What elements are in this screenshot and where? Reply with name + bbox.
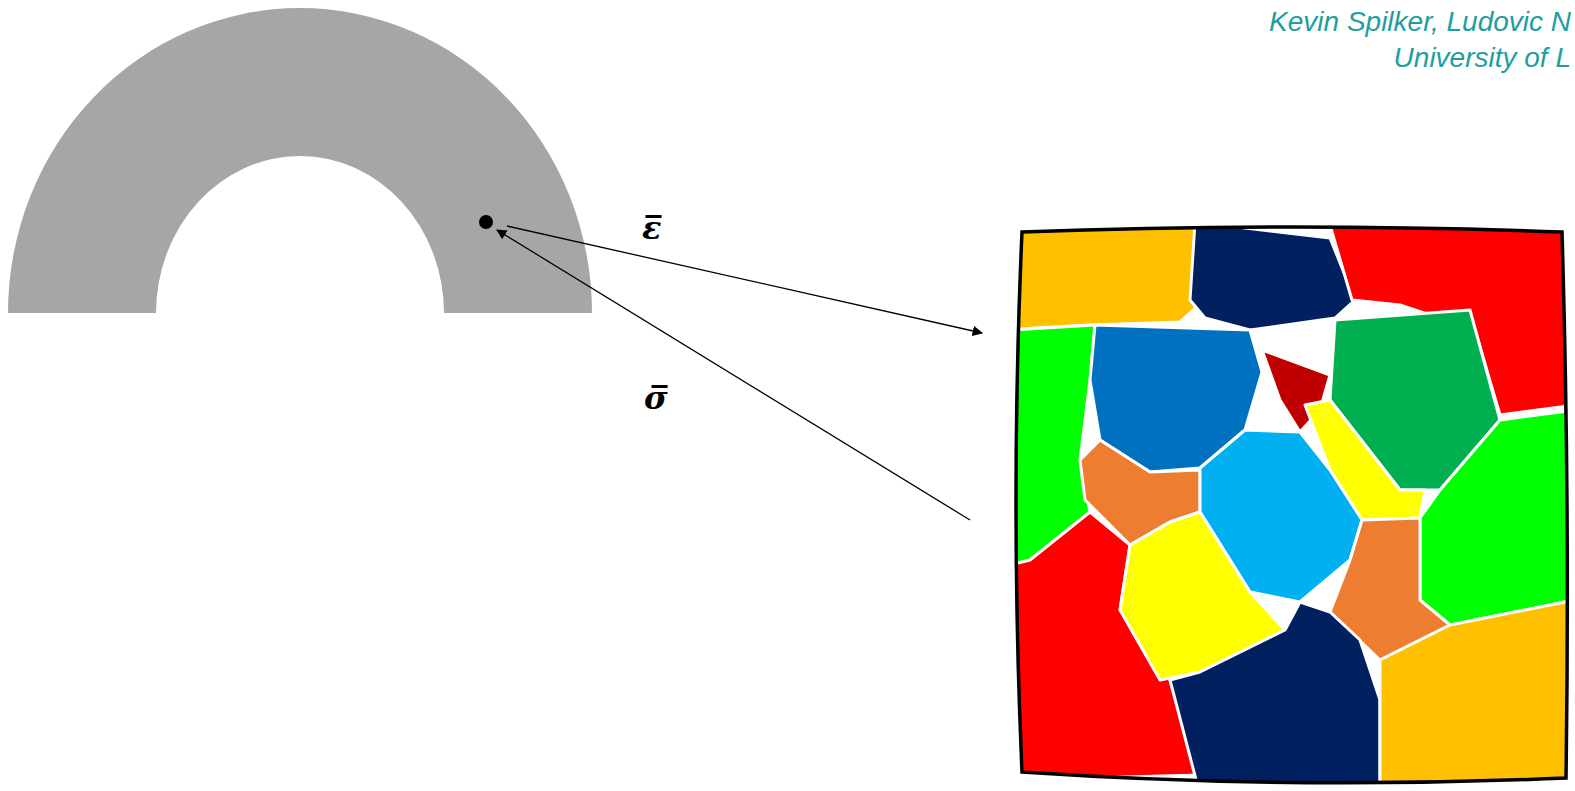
strain-symbol: ε̅ (642, 210, 661, 246)
stress-symbol: σ̅ (644, 380, 668, 416)
stress-arrow (497, 230, 970, 520)
author-line: Kevin Spilker, Ludovic N (1269, 6, 1571, 38)
affiliation-line: University of L (1394, 42, 1571, 74)
half-ring (8, 8, 592, 313)
rve-border (1016, 227, 1567, 783)
material-point (479, 215, 493, 229)
microstructure (1000, 215, 1575, 791)
